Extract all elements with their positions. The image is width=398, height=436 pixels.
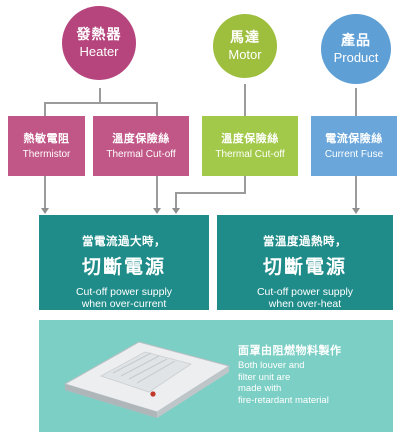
over-heat-zh: 當溫度過熱時， <box>263 236 347 248</box>
connector-line <box>244 84 246 116</box>
heater-thermal-cutoff-en: Thermal Cut-off <box>106 148 176 160</box>
fire-retardant-en-1: Both louver and <box>238 360 305 371</box>
over-current-en-1: Cut-off power supply <box>75 286 173 298</box>
arrow-down-icon <box>352 208 360 214</box>
over-heat-en-1: Cut-off power supply <box>256 286 354 298</box>
heater-zh: 發熱器 <box>76 26 122 42</box>
fire-retardant-zh: 面罩由阻燃物料製作 <box>238 345 342 357</box>
arrow-down-icon <box>153 208 161 214</box>
over-current-panel: 當電流過大時， 切斷電源 Cut-off power supply when o… <box>39 215 209 310</box>
heater-circle: 發熱器 Heater <box>62 6 136 80</box>
connector-line <box>44 176 46 210</box>
over-heat-en-2: when over-heat <box>268 298 342 310</box>
connector-line <box>175 192 246 194</box>
current-fuse-box: 電流保險絲 Current Fuse <box>311 116 397 176</box>
ventilation-grille-illustration <box>63 341 231 418</box>
heater-en: Heater <box>79 44 119 59</box>
over-current-zh: 當電流過大時， <box>82 236 166 248</box>
fire-retardant-text: 面罩由阻燃物料製作 Both louver and filter unit ar… <box>238 344 388 406</box>
product-circle: 產品 Product <box>321 14 391 84</box>
product-zh: 產品 <box>341 32 371 48</box>
thermistor-en: Thermistor <box>22 148 71 160</box>
heater-thermal-cutoff-box: 溫度保險絲 Thermal Cut-off <box>93 116 189 176</box>
motor-en: Motor <box>228 47 262 62</box>
thermistor-zh: 熱敏電阻 <box>23 132 70 145</box>
connector-line <box>156 102 158 116</box>
heater-thermal-cutoff-zh: 溫度保險絲 <box>112 132 170 145</box>
connector-line <box>156 176 158 210</box>
motor-thermal-cutoff-box: 溫度保險絲 Thermal Cut-off <box>202 116 298 176</box>
over-current-en-2: when over-current <box>81 298 167 310</box>
current-fuse-en: Current Fuse <box>324 148 384 160</box>
connector-line <box>355 88 357 116</box>
arrow-down-icon <box>172 208 180 214</box>
current-fuse-zh: 電流保險絲 <box>325 132 383 145</box>
connector-line <box>44 102 158 104</box>
connector-line <box>99 88 101 102</box>
thermistor-box: 熱敏電阻 Thermistor <box>8 116 85 176</box>
over-current-cutoff-zh: 切斷電源 <box>81 257 166 278</box>
fire-retardant-en-4: fire-retardant material <box>238 394 329 406</box>
motor-circle: 馬達 Motor <box>213 14 277 78</box>
connector-line <box>355 176 357 210</box>
fire-retardant-en-3: made with <box>238 383 282 394</box>
motor-thermal-cutoff-zh: 溫度保險絲 <box>221 132 279 145</box>
fire-retardant-panel: 面罩由阻燃物料製作 Both louver and filter unit ar… <box>39 320 393 432</box>
motor-zh: 馬達 <box>230 29 260 45</box>
motor-thermal-cutoff-en: Thermal Cut-off <box>215 148 285 160</box>
product-en: Product <box>333 50 379 65</box>
fire-retardant-en-2: filter unit are <box>238 371 291 383</box>
connector-line <box>44 102 46 116</box>
arrow-down-icon <box>41 208 49 214</box>
over-heat-panel: 當溫度過熱時， 切斷電源 Cut-off power supply when o… <box>217 215 393 310</box>
connector-line <box>244 176 246 193</box>
over-heat-cutoff-zh: 切斷電源 <box>262 257 347 278</box>
connector-line <box>175 192 177 210</box>
